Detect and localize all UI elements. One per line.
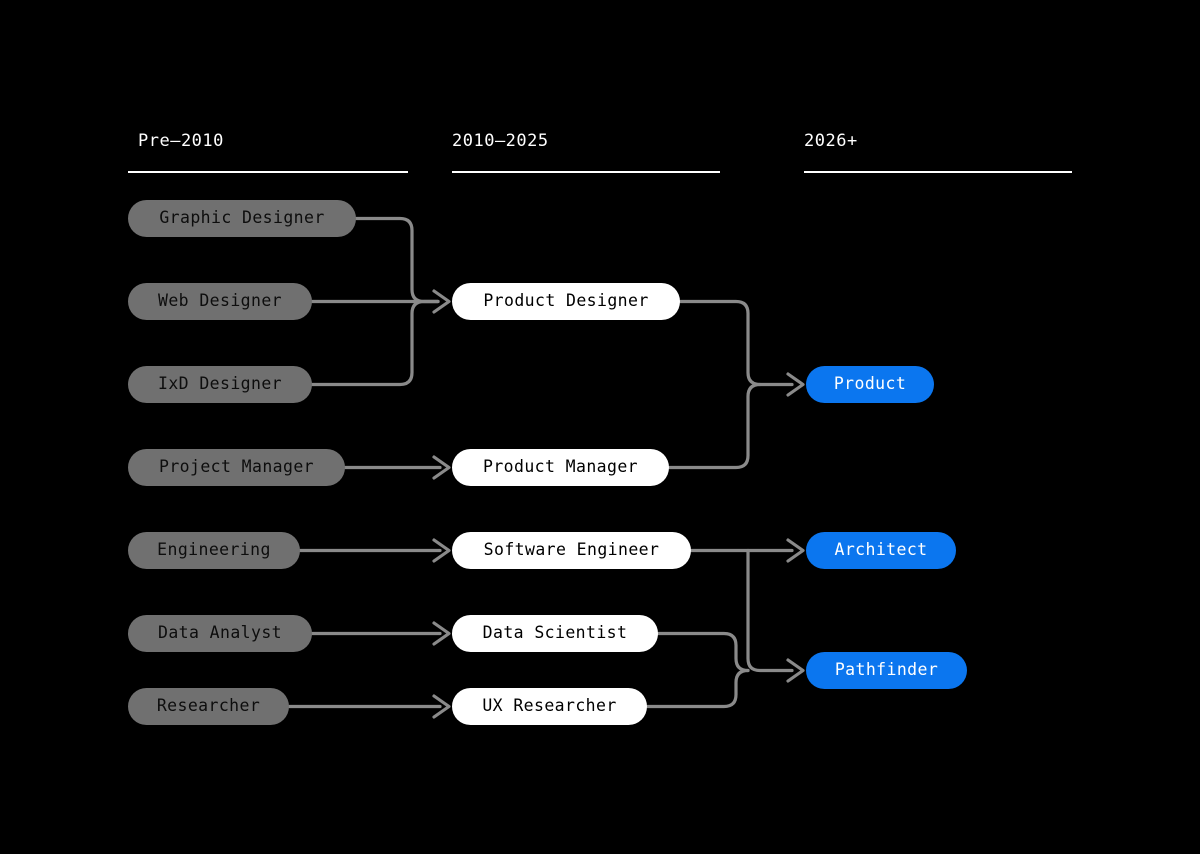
node-data-scientist[interactable]: Data Scientist [452,615,658,652]
arrowhead-pathfinder [786,658,805,683]
node-graphic-designer[interactable]: Graphic Designer [128,200,356,237]
node-software-engineer[interactable]: Software Engineer [452,532,691,569]
node-web-designer[interactable]: Web Designer [128,283,312,320]
edge-ixd-designer-to-product-designer [310,299,440,387]
node-data-analyst[interactable]: Data Analyst [128,615,312,652]
column-rule-past [128,171,408,173]
column-header-present: 2010–2025 [452,131,549,151]
node-ux-researcher[interactable]: UX Researcher [452,688,647,725]
arrowhead-software-engineer [432,538,451,563]
edge-graphic-designer-to-product-designer [354,216,440,304]
node-project-manager[interactable]: Project Manager [128,449,345,486]
column-rule-future [804,171,1072,173]
arrowhead-product-manager [432,455,451,480]
arrowhead-data-scientist [432,621,451,646]
edge-ux-researcher-to-pathfinder [645,668,750,709]
node-product-manager[interactable]: Product Manager [452,449,669,486]
arrowhead-architect [786,538,805,563]
edge-product-designer-to-product [678,299,794,387]
arrowhead-product [786,372,805,397]
column-header-past: Pre–2010 [138,131,224,151]
node-pathfinder[interactable]: Pathfinder [806,652,967,689]
node-architect[interactable]: Architect [806,532,956,569]
node-product-designer[interactable]: Product Designer [452,283,680,320]
column-rule-present [452,171,720,173]
edge-software-engineer-branch-down [746,548,794,673]
node-researcher[interactable]: Researcher [128,688,289,725]
edge-data-scientist-to-pathfinder [656,631,750,673]
edge-product-manager-to-product [667,382,762,470]
node-product[interactable]: Product [806,366,934,403]
node-ixd-designer[interactable]: IxD Designer [128,366,312,403]
arrowhead-product-designer [432,289,451,314]
node-engineering[interactable]: Engineering [128,532,300,569]
column-header-future: 2026+ [804,131,858,151]
arrowhead-ux-researcher [432,694,451,719]
